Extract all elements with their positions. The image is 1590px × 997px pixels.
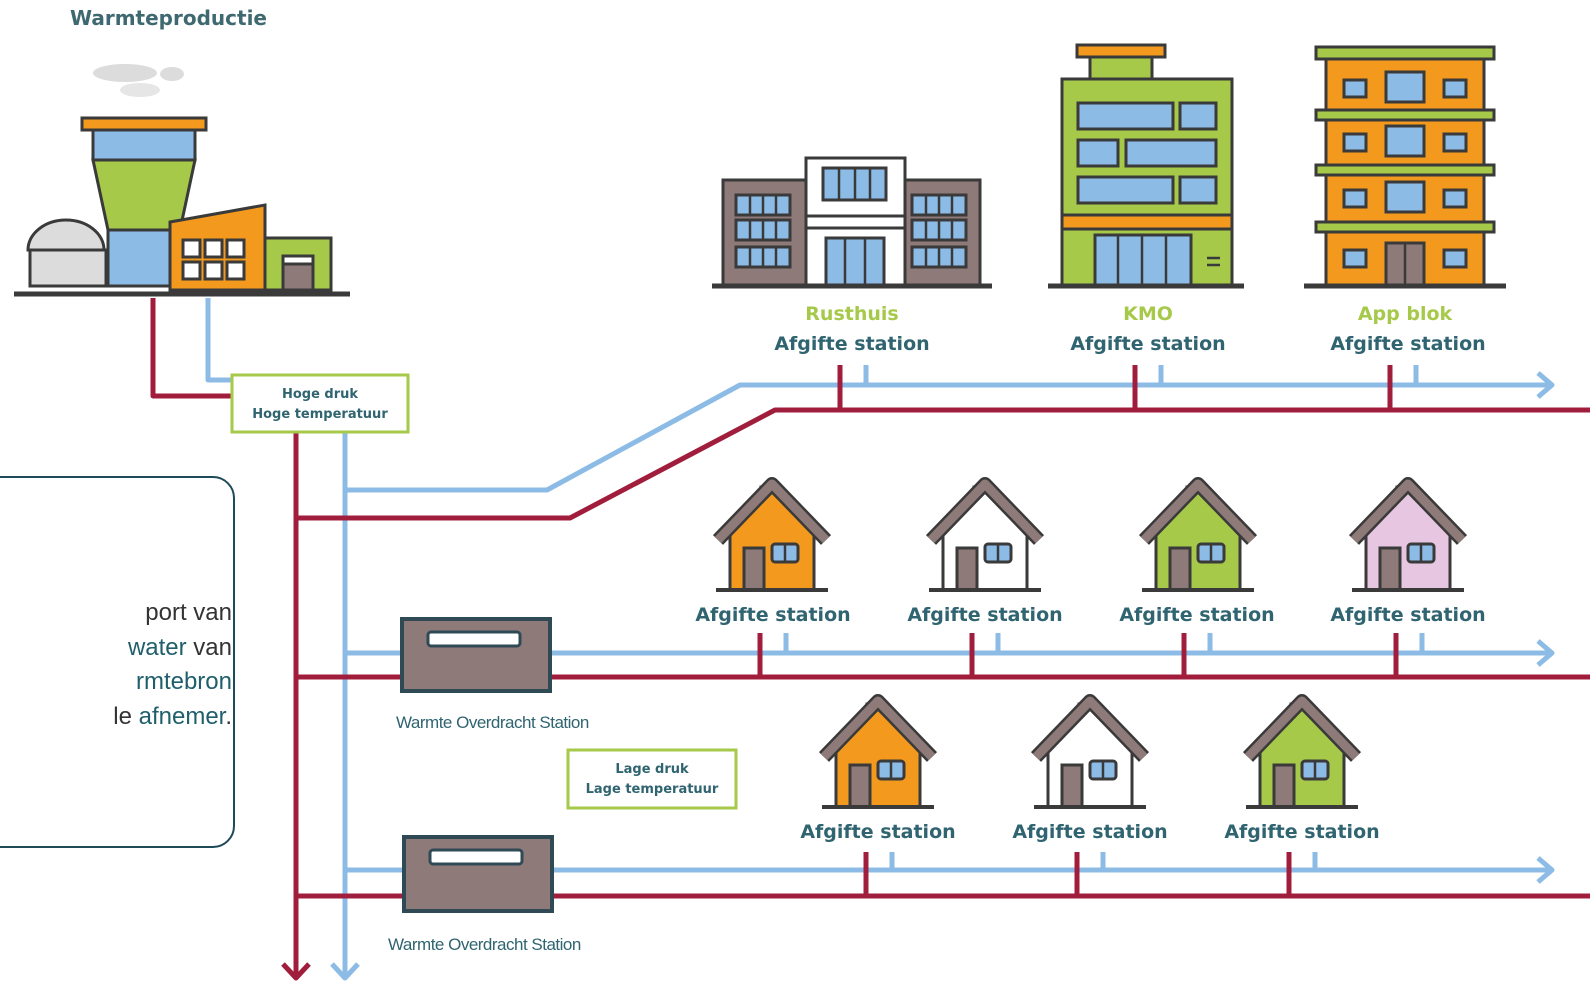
station-label-house: Afgifte station: [1119, 604, 1274, 626]
return-pipe-plant: [205, 298, 232, 383]
station-label-house: Afgifte station: [800, 821, 955, 843]
station-label-app-blok: Afgifte station: [1330, 333, 1485, 355]
supply-arrow-down: [281, 962, 311, 981]
return-branch-1: [345, 382, 1552, 493]
house-icon-green: [1246, 701, 1358, 807]
station-label-house: Afgifte station: [907, 604, 1062, 626]
house-icon-orange: [716, 484, 828, 590]
rusthuis-building-icon: [712, 156, 992, 289]
station-label-house: Afgifte station: [1224, 821, 1379, 843]
pipe-network: [150, 298, 1590, 981]
supply-branch-1: [296, 407, 1590, 521]
return-arrow-3: [1536, 856, 1555, 884]
house-icon-white: [1034, 701, 1146, 807]
app-blok-building-icon: [1304, 45, 1506, 289]
svg-text:Lage temperatuur: Lage temperatuur: [586, 782, 719, 797]
return-arrow-1: [1536, 371, 1555, 399]
building-name-kmo: KMO: [1123, 303, 1173, 325]
kmo-building-icon: [1048, 43, 1244, 289]
return-arrow-2: [1536, 639, 1555, 667]
service-drops: [757, 365, 1425, 896]
station-label-rusthuis: Afgifte station: [774, 333, 929, 355]
heat-exchanger-icon: [402, 835, 554, 913]
station-label-house: Afgifte station: [1012, 821, 1167, 843]
building-name-rusthuis: Rusthuis: [805, 303, 898, 325]
exchanger-label: Warmte Overdracht Station: [388, 935, 581, 954]
info-callout-text: port van water van rmtebron le afnemer.: [113, 599, 232, 730]
diagram-title: Warmteproductie: [70, 6, 267, 30]
station-label-house: Afgifte station: [1330, 604, 1485, 626]
supply-pipe-plant: [150, 298, 232, 399]
high-pressure-box: Hoge druk Hoge temperatuur: [230, 373, 410, 434]
svg-text:Lage druk: Lage druk: [615, 762, 689, 777]
low-pressure-box: Lage druk Lage temperatuur: [566, 748, 738, 810]
svg-text:Hoge druk: Hoge druk: [282, 387, 358, 402]
return-arrow-down: [330, 962, 360, 981]
house-icon-orange: [822, 701, 934, 807]
house-icon-white: [929, 484, 1041, 590]
heat-plant-icon: [14, 64, 350, 297]
heat-exchanger-icon: [400, 617, 552, 693]
station-label-house: Afgifte station: [695, 604, 850, 626]
exchanger-label: Warmte Overdracht Station: [396, 713, 589, 732]
svg-text:Hoge temperatuur: Hoge temperatuur: [252, 407, 388, 422]
info-callout: [0, 476, 235, 848]
station-label-kmo: Afgifte station: [1070, 333, 1225, 355]
house-icon-green: [1142, 484, 1254, 590]
house-icon-pink: [1352, 484, 1464, 590]
building-name-app-blok: App blok: [1358, 303, 1453, 325]
